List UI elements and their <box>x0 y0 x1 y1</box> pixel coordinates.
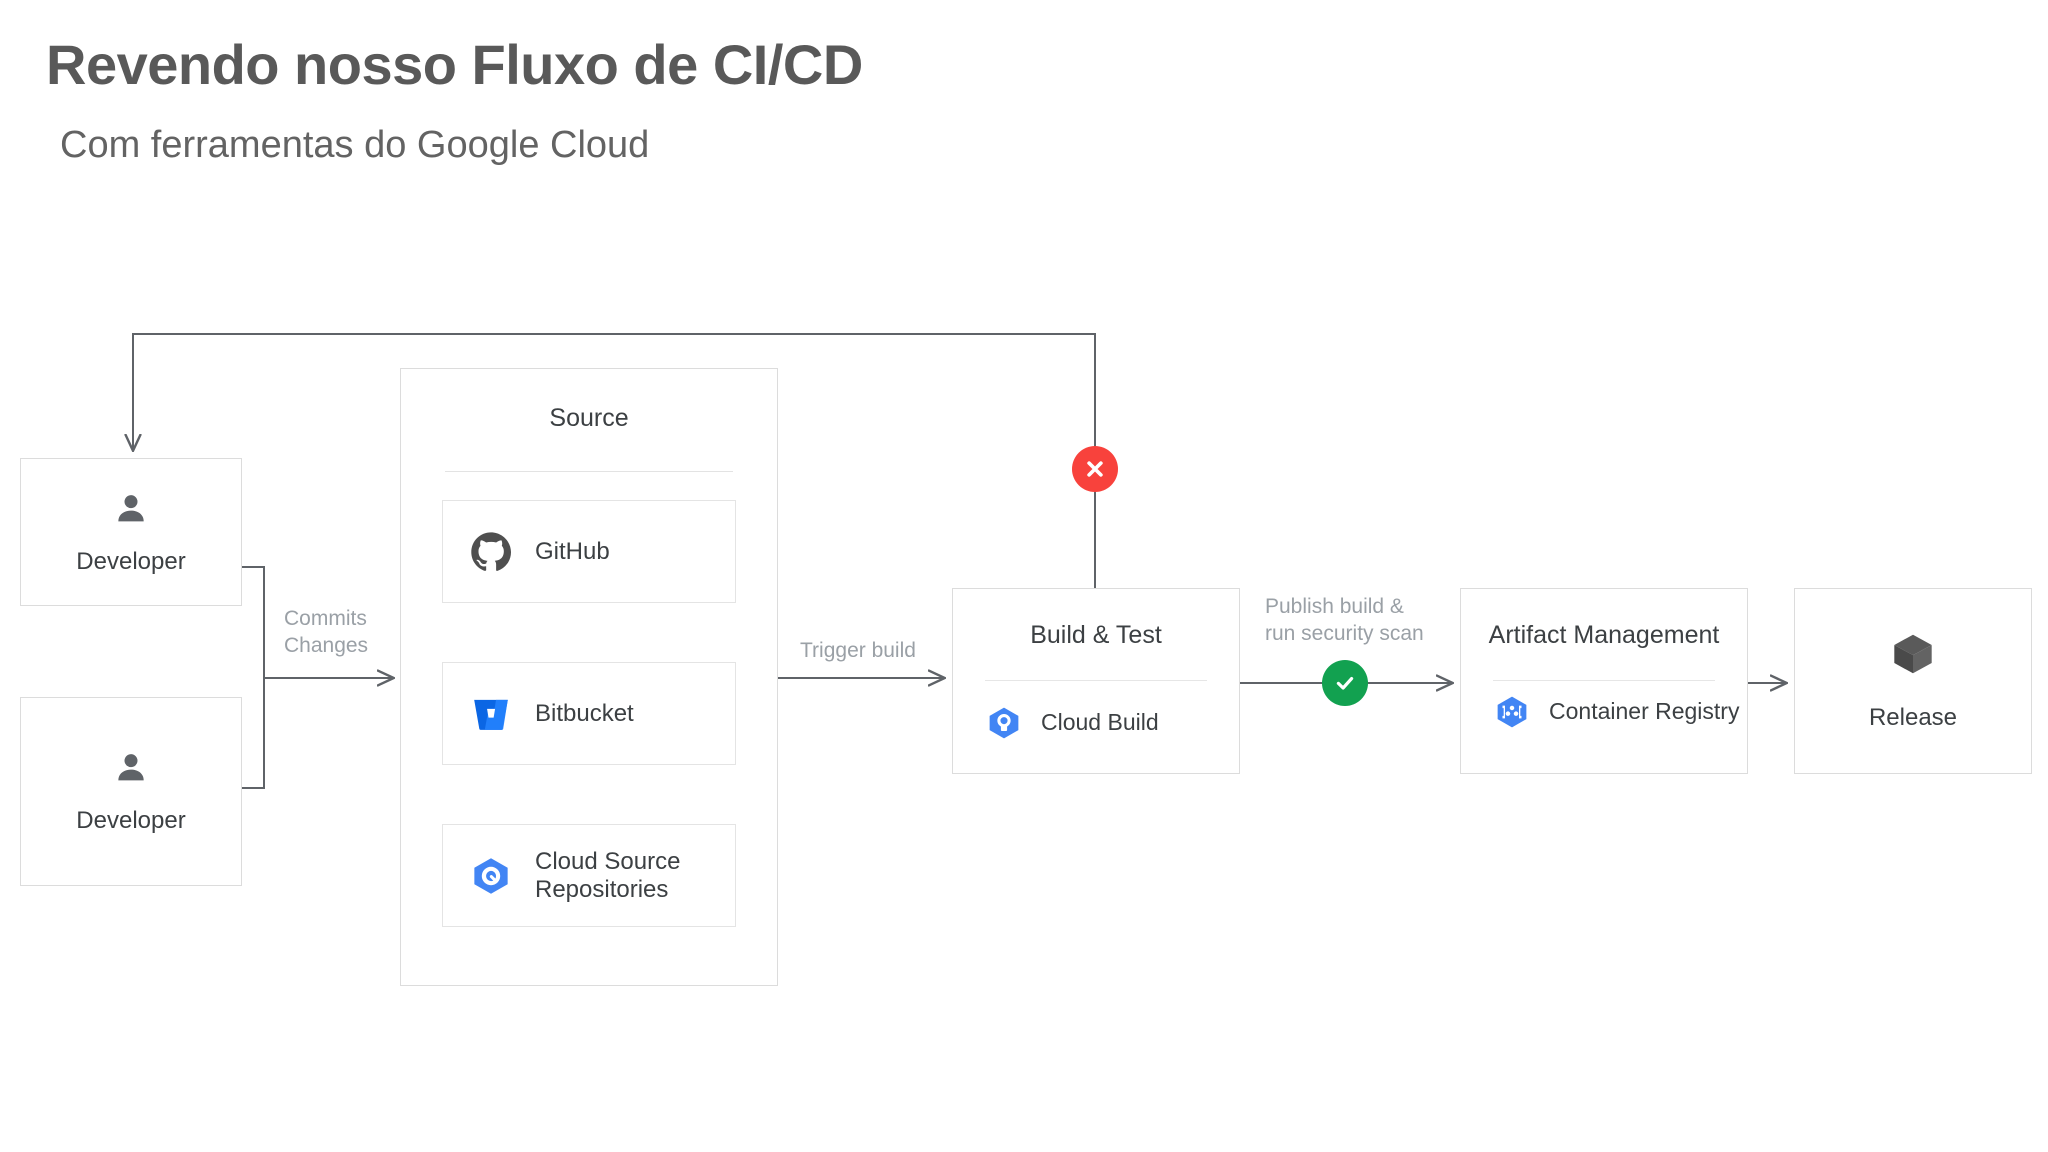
artifact-management-divider <box>1493 680 1715 681</box>
source-item-label: Bitbucket <box>535 699 634 727</box>
close-icon <box>1087 461 1103 477</box>
developer-card-2[interactable]: Developer <box>20 697 242 886</box>
developer-label: Developer <box>76 547 186 575</box>
developer-label: Developer <box>76 807 186 834</box>
source-item-label: GitHub <box>535 537 610 565</box>
github-icon <box>469 530 513 574</box>
person-icon <box>111 489 151 534</box>
edge-label-commits-changes: Commits Changes <box>284 607 369 657</box>
container-registry-icon <box>1493 693 1531 731</box>
source-panel-title: Source <box>549 404 629 432</box>
source-item-cloud-source-repositories[interactable]: Cloud Source Repositories <box>442 824 736 927</box>
build-failed-badge[interactable] <box>1072 446 1118 492</box>
edge-label-trigger-build: Trigger build <box>800 639 916 662</box>
page-subtitle: Com ferramentas do Google Cloud <box>60 124 650 166</box>
check-icon <box>1336 677 1354 690</box>
tool-cloud-build[interactable]: Cloud Build <box>985 704 1159 742</box>
source-item-label: Cloud Source Repositories <box>535 847 681 903</box>
build-and-test-title: Build & Test <box>1030 621 1162 649</box>
source-panel-divider <box>445 471 733 472</box>
bitbucket-icon <box>469 692 513 736</box>
artifact-management-stage[interactable]: Artifact Management Container Registry <box>1460 588 1748 774</box>
cube-icon <box>1890 631 1936 682</box>
source-item-github[interactable]: GitHub <box>442 500 736 603</box>
cloud-source-repositories-icon <box>469 854 513 898</box>
developer-card-1[interactable]: Developer <box>20 458 242 606</box>
build-and-test-stage[interactable]: Build & Test Cloud Build <box>952 588 1240 774</box>
release-stage[interactable]: Release <box>1794 588 2032 774</box>
edge-label-publish-build: Publish build & run security scan <box>1265 595 1424 645</box>
cloud-build-icon <box>985 704 1023 742</box>
release-label: Release <box>1868 703 1958 731</box>
tool-label: Cloud Build <box>1041 709 1159 736</box>
tool-label: Container Registry <box>1549 698 1740 725</box>
page-title: Revendo nosso Fluxo de CI/CD <box>46 33 863 96</box>
build-and-test-divider <box>985 680 1207 681</box>
person-icon <box>111 748 151 793</box>
artifact-management-title: Artifact Management <box>1488 621 1720 649</box>
tool-container-registry[interactable]: Container Registry <box>1493 693 1739 731</box>
source-item-bitbucket[interactable]: Bitbucket <box>442 662 736 765</box>
publish-success-badge[interactable] <box>1322 660 1368 706</box>
